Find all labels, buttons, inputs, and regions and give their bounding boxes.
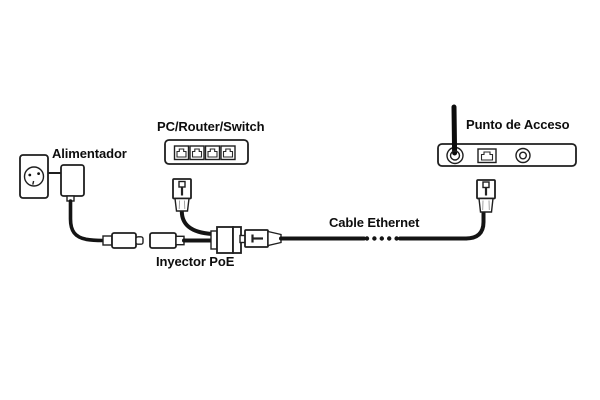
access-point-power-jack-icon xyxy=(515,147,531,164)
poe-injector-icon xyxy=(210,226,242,254)
label-injector: Inyector PoE xyxy=(156,254,235,269)
switch-port-4-icon xyxy=(220,145,236,161)
label-access-point: Punto de Acceso xyxy=(466,117,570,132)
dc-barrel-plug-icon xyxy=(102,232,144,249)
power-adapter-icon xyxy=(48,164,105,243)
dc-jack-icon xyxy=(149,232,214,249)
label-ethernet-cable: Cable Ethernet xyxy=(329,215,420,230)
switch-port-3-icon xyxy=(204,145,221,161)
label-switch: PC/Router/Switch xyxy=(157,119,265,134)
rj45-plug-cable-icon xyxy=(239,229,282,248)
ethernet-cable-icon xyxy=(279,211,486,241)
rj45-plug-switch-icon xyxy=(172,178,214,236)
access-point-ethernet-port-icon xyxy=(477,148,497,164)
wall-outlet-icon xyxy=(19,154,49,199)
switch-port-1-icon xyxy=(173,145,190,161)
antenna-icon xyxy=(451,104,458,156)
ethernet-switch-icon xyxy=(164,139,249,165)
access-point-icon xyxy=(437,104,577,167)
rj45-plug-access-point-icon xyxy=(476,179,496,213)
switch-port-2-icon xyxy=(189,145,205,161)
label-power-adapter: Alimentador xyxy=(52,146,127,161)
